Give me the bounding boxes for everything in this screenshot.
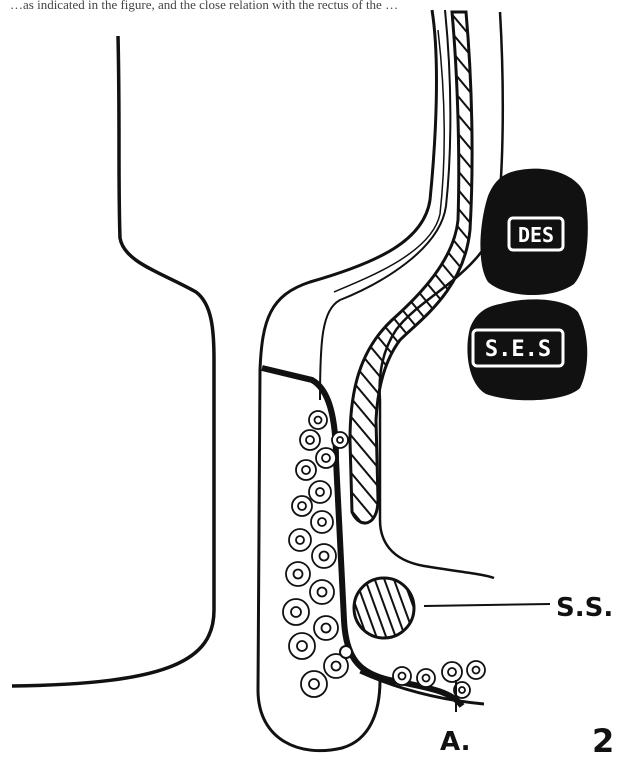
- cell-cluster: [283, 411, 485, 698]
- left-organ-outline: [12, 36, 214, 686]
- ss-pointer-line: [424, 604, 550, 606]
- hatched-duct: [350, 12, 472, 523]
- ses-label: S.E.S: [485, 337, 551, 362]
- small-node: [340, 646, 352, 658]
- figure-number: 2: [592, 722, 614, 760]
- a-label: A.: [440, 727, 470, 757]
- des-label: DES: [518, 223, 554, 247]
- caption-fragment: …as indicated in the figure, and the clo…: [10, 0, 398, 12]
- ss-structure: [354, 578, 414, 638]
- ss-label: S.S.: [556, 593, 613, 623]
